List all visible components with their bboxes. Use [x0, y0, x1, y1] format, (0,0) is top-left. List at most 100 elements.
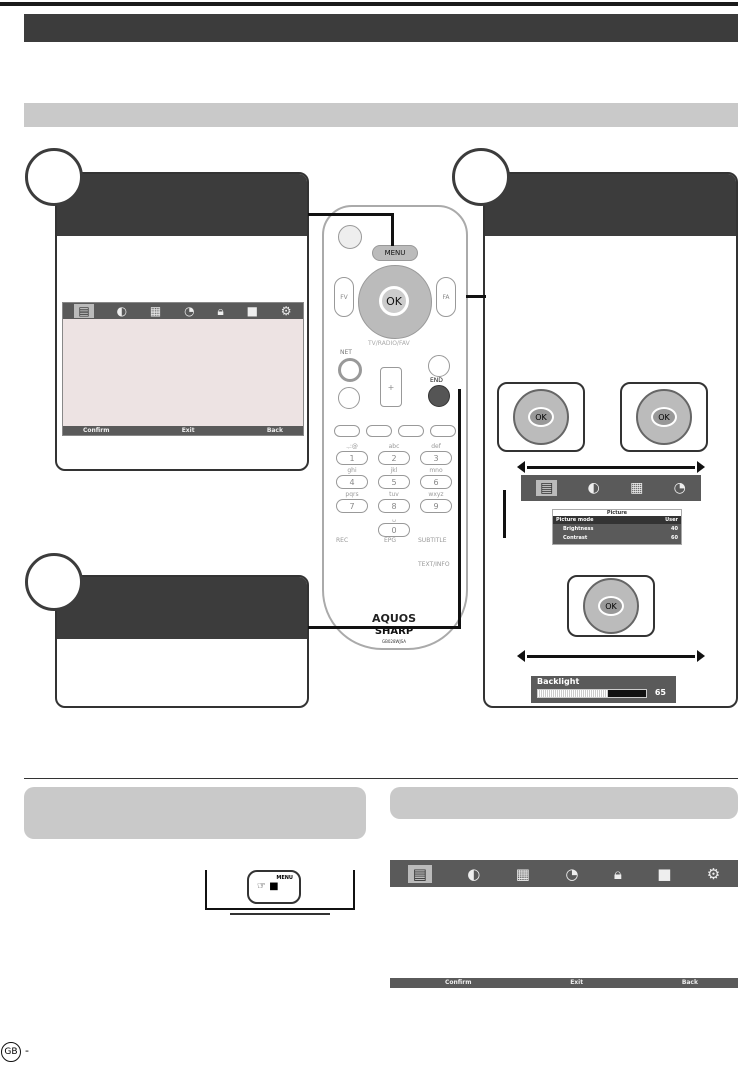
backlight-slider[interactable] — [537, 689, 647, 698]
top-rule — [0, 2, 738, 6]
number-key[interactable]: 3 — [420, 451, 452, 465]
back-hint: Back — [681, 979, 698, 986]
key-letters: mno — [429, 467, 443, 474]
menu-leader — [391, 213, 394, 246]
number-key[interactable]: 8 — [378, 499, 410, 513]
tv-radio-fav-button[interactable]: TV/RADIO/FAV — [368, 340, 410, 347]
number-key[interactable]: 6 — [420, 475, 452, 489]
tv-menu-button-callout: MENU ☞ ■ — [247, 870, 301, 904]
color-key[interactable] — [366, 425, 392, 437]
tv-illustration: MENU ☞ ■ — [205, 870, 355, 910]
submenu-title: Picture — [553, 510, 681, 516]
timer-icon: ◔ — [184, 304, 195, 318]
number-key[interactable]: 7 — [336, 499, 368, 513]
sharp-logo: SHARP — [374, 626, 414, 637]
number-key[interactable]: 5 — [378, 475, 410, 489]
lock-icon: 🔒︎ — [217, 303, 224, 318]
step-2-circle — [452, 148, 510, 206]
subsection-title-bar — [24, 103, 738, 127]
color-key[interactable] — [398, 425, 424, 437]
key-letters: jkl — [390, 467, 398, 474]
return-button[interactable] — [428, 355, 450, 377]
picture-icon: ▤ — [536, 480, 558, 496]
channel-icon: ▦ — [149, 304, 162, 318]
backlight-value: 65 — [654, 688, 666, 697]
net-label: NET — [340, 349, 352, 356]
number-key[interactable]: 4 — [336, 475, 368, 489]
tv-stand — [230, 913, 330, 915]
confirm-hint: Confirm — [445, 979, 472, 986]
step-3-header — [57, 577, 307, 639]
key-letters: def — [431, 443, 441, 450]
fv-button[interactable]: FV — [334, 277, 354, 317]
key-letters: .,:@ — [346, 443, 358, 450]
country-badge: GB — [1, 1042, 21, 1062]
sound-icon: ◐ — [467, 864, 481, 883]
net-button[interactable] — [338, 358, 362, 382]
number-key[interactable]: 0 — [378, 523, 410, 537]
number-key[interactable]: 1 — [336, 451, 368, 465]
dpad-updown-bubble: OK — [497, 382, 585, 452]
end-leader — [308, 626, 460, 629]
end-button[interactable] — [428, 385, 450, 407]
sound-icon: ◐ — [116, 304, 128, 318]
horizontal-arrow — [517, 461, 705, 473]
dpad[interactable]: OK — [358, 265, 432, 339]
backlight-label: Backlight — [537, 677, 580, 686]
dpad-adjust-bubble: OK — [567, 575, 655, 637]
power-button[interactable] — [338, 225, 362, 249]
key-letters: tuv — [389, 491, 399, 498]
exit-hint: Exit — [570, 979, 584, 986]
color-key[interactable] — [430, 425, 456, 437]
end-label: END — [430, 377, 443, 384]
tv-menu-label: MENU — [276, 875, 293, 881]
hand-icon: ☞ ■ — [257, 881, 279, 892]
left-subheading-box — [24, 787, 366, 839]
divider — [24, 778, 738, 779]
text-info-label: TEXT/INFO — [418, 561, 450, 568]
key-letters: ghi — [347, 467, 357, 474]
step-1-header — [57, 174, 307, 236]
ok-label: OK — [651, 407, 677, 427]
dpad-leftright-bubble: OK — [620, 382, 708, 452]
lock-icon: 🔒︎ — [613, 864, 622, 883]
step-1-box: ▤ ◐ ▦ ◔ 🔒︎ ■ ⚙︎ Confirm Exit Back — [55, 172, 309, 471]
end-leader — [458, 389, 461, 629]
dpad-leader — [466, 295, 486, 298]
key-letters: wxyz — [428, 491, 444, 498]
volume-button[interactable]: + — [380, 367, 402, 407]
model-number: GB028WJSA — [382, 639, 406, 644]
rec-label: REC — [336, 537, 349, 544]
step-3-box — [55, 575, 309, 708]
number-key[interactable]: 9 — [420, 499, 452, 513]
timer-icon: ◔ — [673, 480, 686, 496]
number-key[interactable]: 2 — [378, 451, 410, 465]
option-icon: ⚙︎ — [706, 864, 721, 883]
confirm-hint: Confirm — [83, 427, 110, 434]
key-letters: ␣ — [392, 515, 396, 522]
color-key[interactable] — [334, 425, 360, 437]
osd-footer-large: Confirm Exit Back — [390, 978, 738, 988]
ok-button[interactable]: OK — [379, 286, 409, 316]
backlight-osd: Backlight 65 — [531, 676, 676, 703]
vertical-arrow — [503, 490, 506, 538]
channel-icon: ▦ — [630, 480, 644, 496]
fa-button[interactable]: FA — [436, 277, 456, 317]
menu-button[interactable]: MENU — [372, 245, 418, 261]
channel-icon: ▦ — [515, 864, 530, 883]
section-title-bar — [24, 14, 738, 42]
back-hint: Back — [266, 427, 283, 434]
timer-icon: ◔ — [565, 864, 579, 883]
exit-hint: Exit — [181, 427, 195, 434]
menu-leader — [308, 213, 392, 216]
row-label: Contrast — [563, 535, 588, 541]
setup-icon: ■ — [657, 864, 672, 883]
osd-menu-bar-closeup: ▤ ◐ ▦ ◔ — [521, 475, 701, 501]
sound-icon: ◐ — [587, 480, 600, 496]
mute-button[interactable] — [338, 387, 360, 409]
row-label: Brightness — [563, 526, 594, 532]
